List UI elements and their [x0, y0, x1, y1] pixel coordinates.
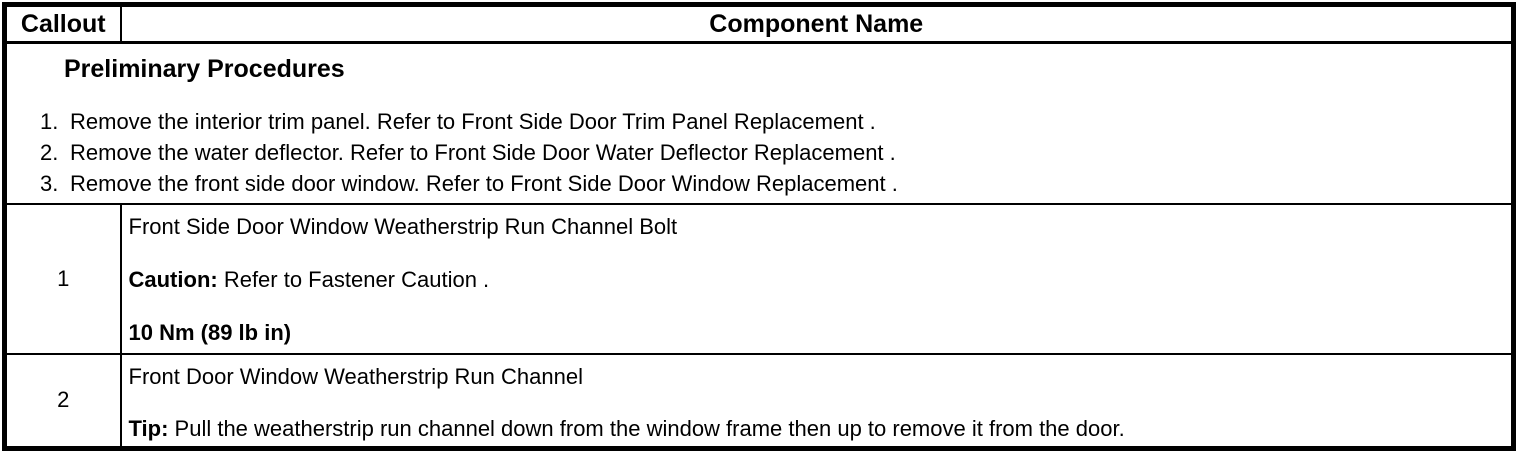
- step-text: Remove the front side door window. Refer…: [70, 171, 898, 196]
- preliminary-procedures-row: Preliminary Procedures 1. Remove the inte…: [3, 41, 1515, 205]
- preliminary-step-2: 2. Remove the water deflector. Refer to F…: [40, 137, 1503, 168]
- preliminary-procedures-cell: Preliminary Procedures 1. Remove the inte…: [3, 41, 1515, 205]
- preliminary-step-1: 1. Remove the interior trim panel. Refer …: [40, 106, 1503, 137]
- component-callout-table: Callout Component Name Preliminary Proce…: [2, 2, 1516, 451]
- component-name: Front Door Window Weatherstrip Run Chann…: [128, 363, 583, 389]
- step-number: 1.: [40, 109, 59, 134]
- component-name: Front Side Door Window Weatherstrip Run …: [128, 213, 678, 239]
- step-number: 2.: [40, 140, 59, 165]
- step-text: Remove the interior trim panel. Refer to…: [70, 109, 876, 134]
- tip-text: Pull the weatherstrip run channel down f…: [168, 416, 1125, 441]
- tip-label: Tip:: [128, 416, 169, 441]
- torque-spec: 10 Nm (89 lb in): [128, 319, 292, 345]
- component-cell-1: Front Side Door Window Weatherstrip Run …: [119, 202, 1515, 355]
- table-row: 2 Front Door Window Weatherstrip Run Cha…: [3, 352, 1515, 450]
- callout-column-header: Callout: [3, 3, 122, 44]
- preliminary-step-3: 3. Remove the front side door window. Ref…: [40, 168, 1503, 199]
- caution-note: Caution: Refer to Fastener Caution .: [129, 266, 1502, 294]
- step-text: Remove the water deflector. Refer to Fro…: [70, 140, 896, 165]
- preliminary-procedures-title: Preliminary Procedures: [64, 55, 345, 83]
- callout-number-1: 1: [3, 202, 122, 355]
- preliminary-steps-list: 1. Remove the interior trim panel. Refer …: [7, 106, 1503, 199]
- tip-note: Tip: Pull the weatherstrip run channel d…: [129, 415, 1502, 443]
- component-name-column-header: Component Name: [119, 3, 1515, 44]
- caution-label: Caution:: [128, 266, 218, 292]
- table-row: 1 Front Side Door Window Weatherstrip Ru…: [3, 202, 1515, 355]
- table-header-row: Callout Component Name: [3, 3, 1515, 44]
- step-number: 3.: [40, 171, 59, 196]
- component-cell-2: Front Door Window Weatherstrip Run Chann…: [119, 352, 1515, 450]
- callout-number-2: 2: [3, 352, 122, 450]
- caution-text: Refer to Fastener Caution .: [217, 266, 490, 292]
